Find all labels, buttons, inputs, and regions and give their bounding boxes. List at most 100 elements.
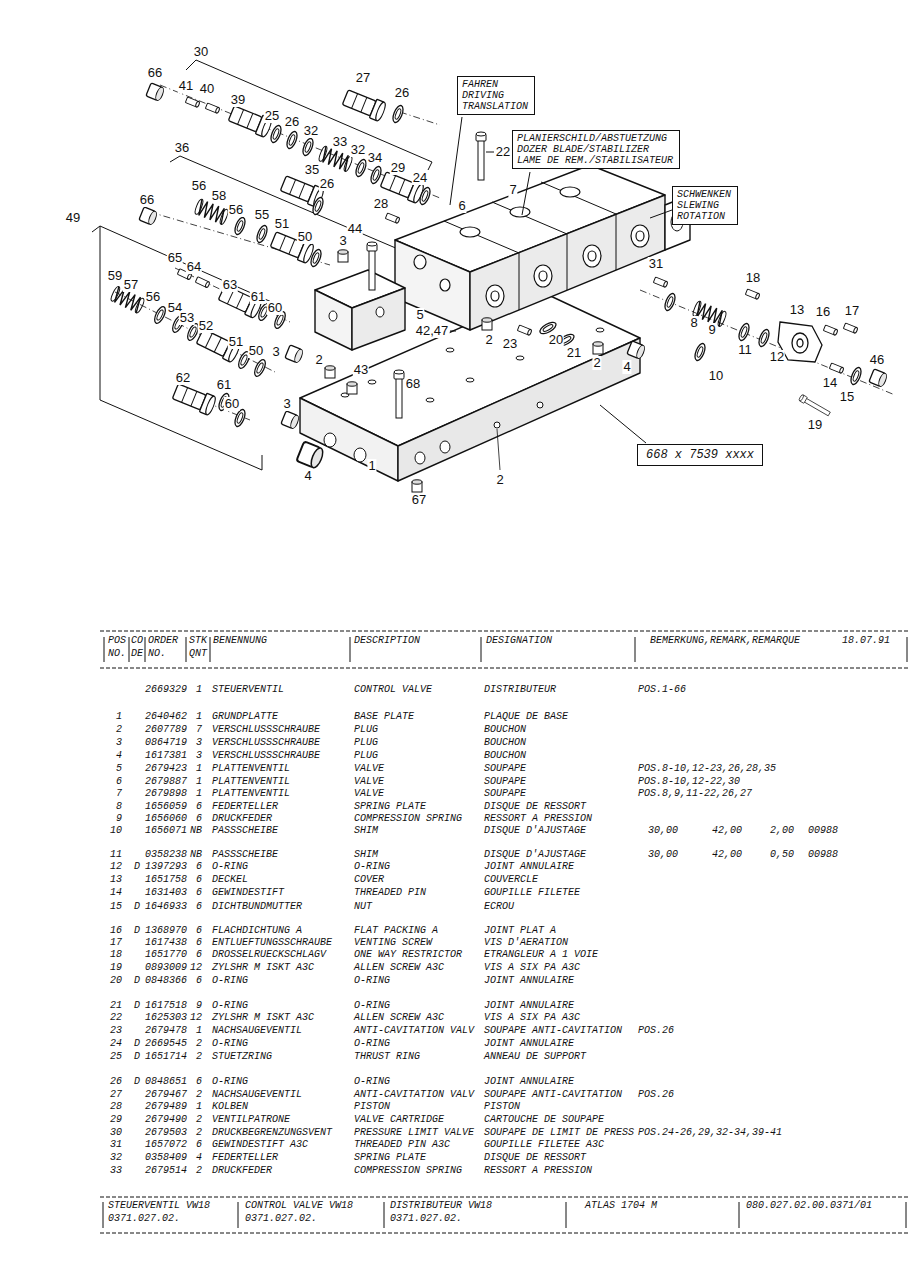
title-block-cell: CONTROL VALVE VW18: [245, 1200, 353, 1212]
table-cell: 2: [196, 1114, 202, 1126]
table-cell: VALVE: [354, 763, 384, 775]
callout-number: 3: [282, 397, 291, 411]
plug: [593, 342, 603, 354]
callout-number: 8: [689, 316, 698, 330]
column-header: POS: [108, 635, 126, 647]
table-cell: 2: [196, 1089, 202, 1101]
pin: [829, 363, 844, 374]
table-cell: PASSSCHEIBE: [212, 825, 278, 837]
o-ring: [269, 124, 283, 144]
table-cell: 42,00: [712, 849, 742, 861]
table-cell: 6: [196, 975, 202, 987]
anti-cavitation-valve: [342, 88, 388, 122]
shim: [737, 322, 751, 342]
table-cell: 1: [196, 1101, 202, 1113]
callout-number: 60: [267, 301, 283, 315]
table-cell: NB: [190, 849, 202, 861]
o-ring: [311, 196, 325, 216]
table-cell: 6: [196, 925, 202, 937]
table-cell: ZYLSHR M ISKT A3C: [212, 1012, 314, 1024]
table-cell: 0,50: [770, 849, 794, 861]
title-block-cell: 080.027.02.00.0371/01: [746, 1200, 872, 1212]
table-cell: O-RING: [354, 1076, 390, 1088]
callout-number: 65: [167, 251, 183, 265]
box-text: SCHWENKEN SLEWING ROTATION: [677, 189, 733, 222]
plug: [281, 411, 300, 430]
callout-number: 17: [844, 304, 860, 318]
table-cell: 0893009: [145, 962, 187, 974]
table-cell: 1: [116, 711, 122, 723]
callout-number: 25: [264, 109, 280, 123]
callout-number: 2: [484, 333, 493, 347]
table-cell: 23: [110, 1025, 122, 1037]
table-cell: 6: [196, 801, 202, 813]
table-cell: O-RING: [212, 1076, 248, 1088]
table-cell: BOUCHON: [484, 750, 526, 762]
table-cell: 2679489: [145, 1101, 187, 1113]
table-cell: 2,00: [770, 825, 794, 837]
spring-plate: [663, 292, 677, 312]
title-block-cell: 0371.027.02.: [245, 1213, 317, 1225]
title-block-cell: 0371.027.02.: [108, 1213, 180, 1225]
table-cell: 2: [196, 1038, 202, 1050]
callout-number: 35: [304, 163, 320, 177]
callout-number: 20: [548, 333, 564, 347]
column-header: DESIGNATION: [486, 635, 552, 647]
table-cell: ANTI-CAVITATION VALV: [354, 1089, 474, 1101]
table-cell: SOUPAPE ANTI-CAVITATION: [484, 1089, 622, 1101]
table-cell: PLATTENVENTIL: [212, 788, 290, 800]
callout-number: 4: [303, 469, 312, 483]
callout-number: 36: [174, 141, 190, 155]
cartridge: [172, 382, 218, 416]
column-header: BENENNUNG: [213, 635, 267, 647]
table-cell: D: [134, 901, 140, 913]
callout-number: 63: [222, 278, 238, 292]
o-ring: [233, 408, 247, 428]
table-cell: 30,00: [648, 849, 678, 861]
table-cell: 20: [110, 975, 122, 987]
table-cell: D: [134, 975, 140, 987]
o-ring: [255, 224, 269, 244]
table-cell: 1397293: [145, 861, 187, 873]
callout-number: 66: [139, 193, 155, 207]
table-cell: POS.8,9,11-22,26,27: [638, 788, 752, 800]
table-cell: FEDERTELLER: [212, 801, 278, 813]
table-cell: O-RING: [212, 1038, 248, 1050]
table-cell: DRUCKFEDER: [212, 1165, 272, 1177]
bolt: [798, 394, 831, 417]
table-cell: GOUPILLE FILETEE: [484, 887, 580, 899]
callout-number: 1: [367, 459, 376, 473]
table-cell: POS.8-10,12-22,30: [638, 776, 740, 788]
table-cell: 6: [196, 813, 202, 825]
table-cell: O-RING: [212, 1000, 248, 1012]
table-cell: 2669545: [145, 1038, 187, 1050]
plug: [412, 480, 422, 492]
callout-number: 21: [566, 346, 582, 360]
table-cell: O-RING: [354, 1038, 390, 1050]
table-cell: 12: [190, 1012, 202, 1024]
table-cell: 8: [116, 801, 122, 813]
callout-number: 41: [178, 79, 194, 93]
table-cell: 2: [196, 1051, 202, 1063]
table-cell: 11: [110, 849, 122, 861]
bolt: [476, 132, 486, 180]
o-ring: [309, 248, 323, 268]
table-cell: 14: [110, 887, 122, 899]
cartridge: [270, 230, 316, 264]
table-cell: BOUCHON: [484, 724, 526, 736]
table-cell: 6: [196, 937, 202, 949]
callout-number: 13: [789, 303, 805, 317]
table-cell: STEUERVENTIL: [212, 684, 284, 696]
plug: [627, 341, 646, 360]
table-cell: O-RING: [354, 1000, 390, 1012]
table-cell: 3: [196, 737, 202, 749]
table-cell: 1631403: [145, 887, 187, 899]
table-cell: 7: [116, 788, 122, 800]
table-cell: 32: [110, 1152, 122, 1164]
table-cell: 9: [196, 1000, 202, 1012]
pin: [185, 97, 200, 108]
table-cell: 9: [116, 813, 122, 825]
table-cell: VALVE: [354, 776, 384, 788]
adapter-block: [315, 270, 405, 350]
callout-number: 43: [353, 363, 369, 377]
